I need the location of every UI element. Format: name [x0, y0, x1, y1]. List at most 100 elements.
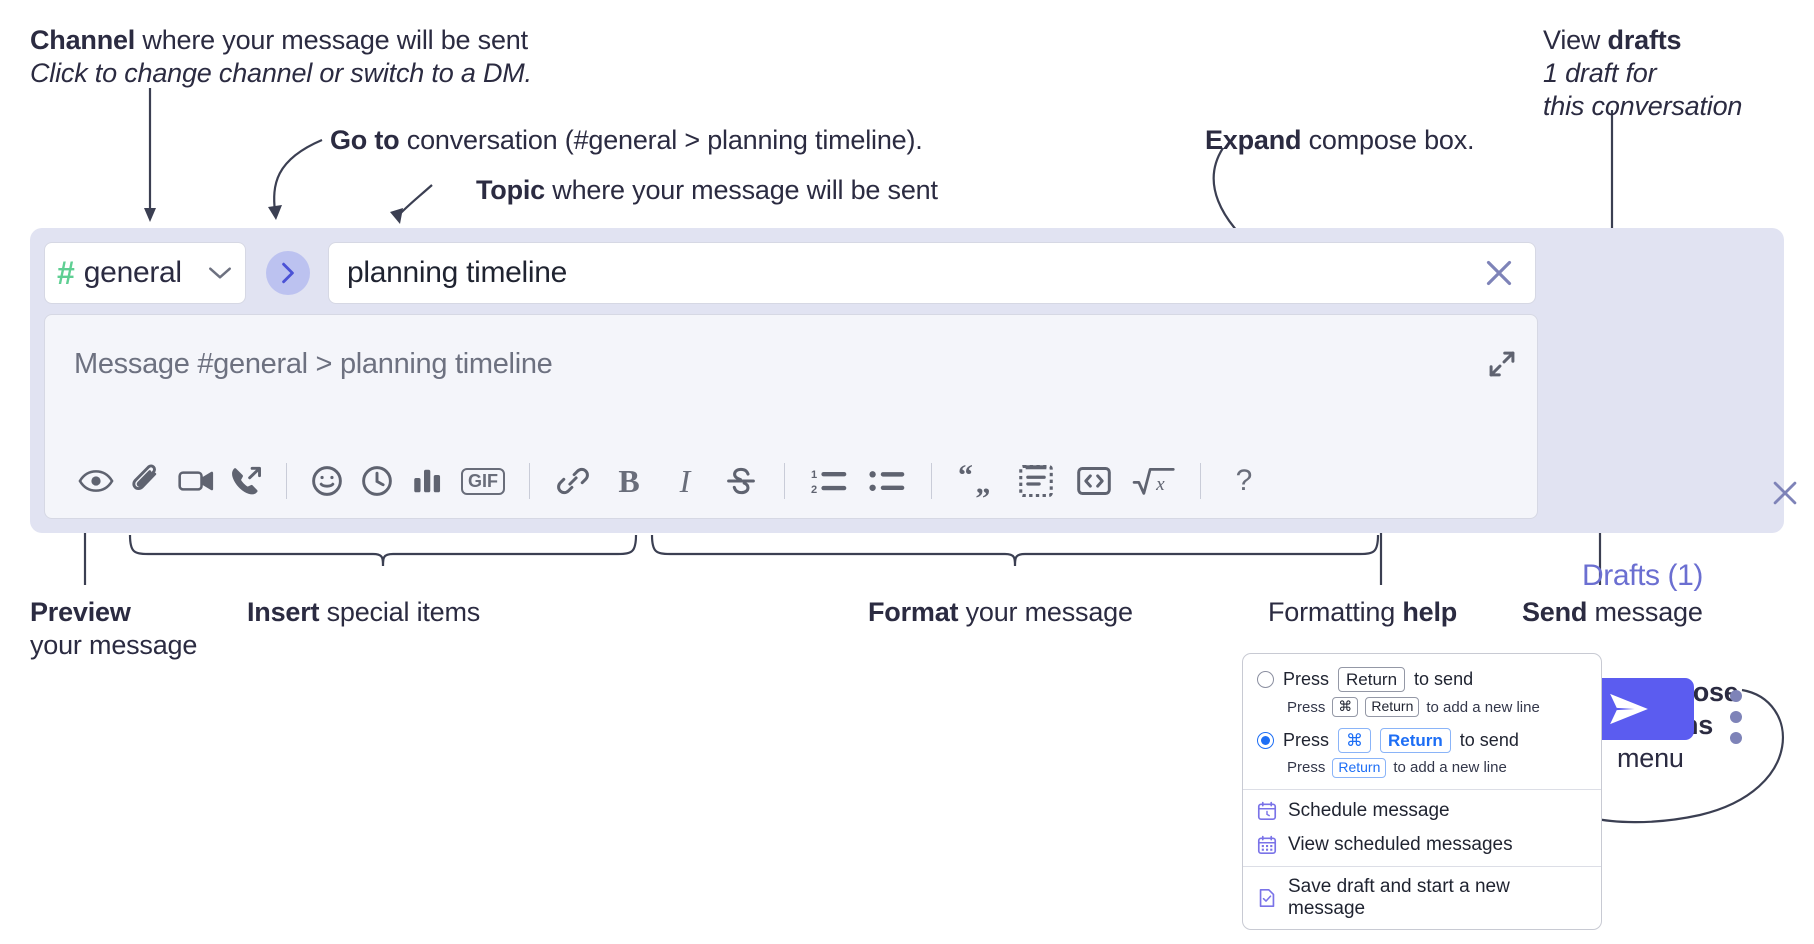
svg-text:2: 2	[811, 484, 817, 496]
code-block-icon[interactable]	[1007, 456, 1065, 506]
inline-code-icon[interactable]	[1065, 456, 1123, 506]
menu-option-cmd-return-to-send[interactable]: Press ⌘ Return to send	[1243, 725, 1601, 756]
ordered-list-icon[interactable]: 1 2	[800, 456, 858, 506]
menu-item-schedule-message[interactable]: Schedule message	[1243, 794, 1601, 828]
radio-button-selected[interactable]	[1257, 731, 1274, 749]
toolbar-divider	[784, 463, 785, 499]
annotation-expand-bold: Expand	[1205, 125, 1302, 155]
annotation-insert-bold: Insert	[247, 597, 320, 627]
save-draft-icon	[1257, 888, 1277, 908]
annotation-help-bold: help	[1402, 597, 1458, 627]
annotation-format-rest: your message	[958, 597, 1133, 627]
option1-sub-pre: Press	[1287, 698, 1326, 716]
annotation-goto-rest: conversation (#general > planning timeli…	[399, 125, 923, 155]
topic-input[interactable]: planning timeline	[328, 242, 1536, 304]
strikethrough-icon[interactable]	[713, 456, 769, 506]
option2-sub-post: to add a new line	[1393, 759, 1507, 777]
annotation-send-bold: Send	[1522, 597, 1588, 627]
video-icon[interactable]	[171, 456, 221, 506]
annotation-insert: Insert special items	[247, 596, 480, 629]
key-command: ⌘	[1332, 697, 1359, 717]
svg-text:1: 1	[811, 469, 817, 481]
annotation-channel-rest: where your message will be sent	[135, 25, 528, 55]
clock-icon[interactable]	[352, 456, 402, 506]
annotation-topic: Topic where your message will be sent	[476, 174, 938, 207]
svg-text:x: x	[1155, 474, 1165, 495]
key-return: Return	[1332, 758, 1387, 778]
expand-compose-button[interactable]	[1487, 349, 1517, 379]
call-forward-icon[interactable]	[221, 456, 271, 506]
annotation-format: Format your message	[868, 596, 1133, 629]
menu-item-label: View scheduled messages	[1288, 833, 1513, 855]
radio-button[interactable]	[1257, 671, 1274, 689]
poll-icon[interactable]	[402, 456, 452, 506]
key-return: Return	[1365, 697, 1420, 717]
topic-value: planning timeline	[347, 256, 568, 289]
italic-label: I	[679, 462, 691, 499]
bulleted-list-icon[interactable]	[858, 456, 916, 506]
kebab-dot	[1730, 711, 1742, 723]
toolbar-divider	[286, 463, 287, 499]
close-panel-button[interactable]	[1768, 476, 1802, 510]
annotation-help: Formatting help	[1268, 596, 1457, 629]
annotation-topic-rest: where your message will be sent	[545, 175, 938, 205]
latex-icon[interactable]: x	[1123, 456, 1185, 506]
option2-post: to send	[1459, 729, 1519, 750]
annotation-expand: Expand compose box.	[1205, 124, 1475, 157]
preview-icon[interactable]	[71, 456, 121, 506]
formatting-toolbar: GIF B I	[45, 444, 1539, 518]
toolbar-divider	[1200, 463, 1201, 499]
gif-label: GIF	[461, 467, 505, 495]
annotation-send-rest: message	[1587, 597, 1703, 627]
formatting-help-icon[interactable]: ?	[1216, 456, 1272, 506]
kebab-dot	[1730, 732, 1742, 744]
menu-item-view-scheduled-messages[interactable]: View scheduled messages	[1243, 828, 1601, 862]
annotation-preview-line2: your message	[30, 629, 198, 660]
message-composer-panel: Drafts (1) # general planning timeline	[30, 228, 1797, 744]
option2-pre: Press	[1283, 729, 1330, 750]
annotation-preview: Preview your message	[30, 596, 197, 662]
annotation-drafts-italic1: 1 draft for	[1543, 57, 1657, 88]
svg-text:“: “	[958, 459, 973, 492]
attachment-icon[interactable]	[121, 456, 171, 506]
menu-option-cmd-return-subtext: Press Return to add a new line	[1243, 756, 1601, 780]
menu-item-save-draft[interactable]: Save draft and start a new message	[1243, 867, 1601, 929]
clear-topic-button[interactable]	[1481, 255, 1517, 291]
annotation-goto-bold: Go to	[330, 125, 400, 155]
annotation-send: Send message	[1522, 596, 1703, 629]
menu-divider	[1243, 865, 1601, 867]
blockquote-icon[interactable]: “ „	[947, 456, 1007, 506]
menu-option-return-to-send[interactable]: Press Return to send	[1243, 664, 1601, 695]
gif-icon[interactable]: GIF	[452, 456, 514, 506]
key-return: Return	[1338, 667, 1406, 693]
annotation-compose-options-rest: menu	[1617, 742, 1684, 773]
channel-selector[interactable]: # general	[44, 242, 246, 304]
menu-item-label: Schedule message	[1288, 799, 1450, 821]
menu-item-label: Save draft and start a new message	[1288, 875, 1510, 919]
option1-sub-post: to add a new line	[1426, 698, 1540, 716]
calendar-grid-icon	[1257, 835, 1277, 855]
bold-label: B	[618, 462, 640, 499]
message-input-area[interactable]: Message #general > planning timeline	[44, 314, 1538, 519]
option2-sub-pre: Press	[1287, 759, 1326, 777]
key-command: ⌘	[1338, 727, 1372, 753]
annotation-goto: Go to conversation (#general > planning …	[330, 124, 923, 157]
kebab-dot	[1730, 690, 1742, 702]
emoji-icon[interactable]	[302, 456, 352, 506]
annotation-preview-bold: Preview	[30, 597, 131, 627]
italic-icon[interactable]: I	[657, 456, 713, 506]
link-icon[interactable]	[545, 456, 601, 506]
channel-name-label: general	[83, 256, 182, 289]
hash-icon: #	[57, 255, 75, 291]
toolbar-divider	[931, 463, 932, 499]
annotation-channel: Channel where your message will be sent …	[30, 24, 532, 90]
compose-options-menu-button[interactable]	[1730, 690, 1742, 753]
option1-post: to send	[1414, 669, 1474, 690]
key-return: Return	[1380, 727, 1451, 753]
compose-options-menu: Press Return to send Press ⌘ Return to a…	[1242, 653, 1602, 930]
annotation-channel-bold: Channel	[30, 25, 136, 55]
go-to-conversation-button[interactable]	[266, 251, 310, 295]
menu-divider	[1243, 788, 1601, 790]
drafts-link[interactable]: Drafts (1)	[1582, 559, 1704, 592]
bold-icon[interactable]: B	[601, 456, 657, 506]
